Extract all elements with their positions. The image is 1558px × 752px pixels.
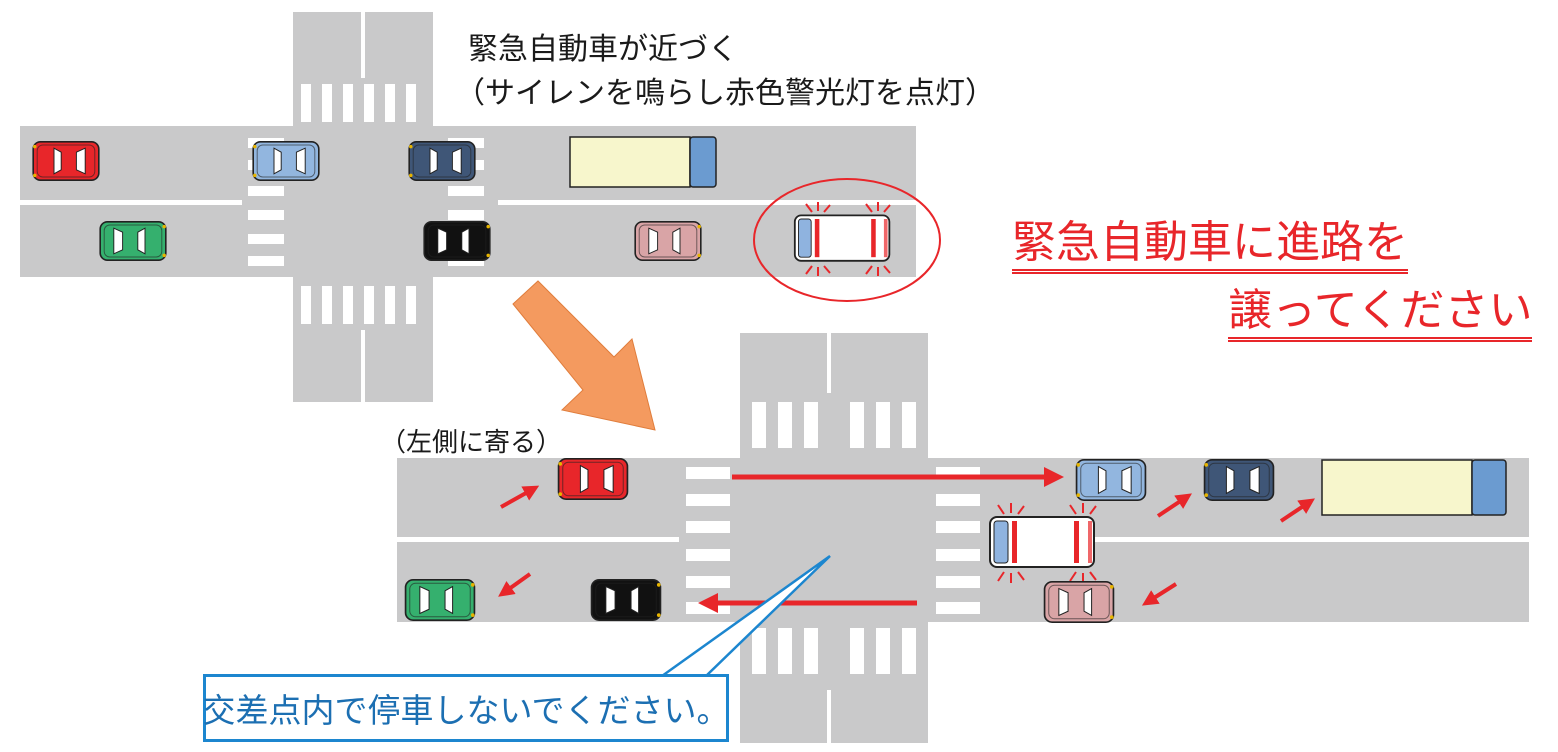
top-lane-markings <box>20 12 916 402</box>
yield-message-line2: 譲ってください <box>1228 285 1533 342</box>
bottom-red-car <box>557 458 629 500</box>
keep-left-label: （左側に寄る） <box>380 428 563 458</box>
no-stopping-callout: 交差点内で停車しないでください。 <box>202 674 730 742</box>
yield-message-line1: 緊急自動車に進路を <box>1012 217 1408 274</box>
top-warning-light-rays <box>805 202 891 276</box>
top-scene <box>20 12 941 402</box>
bottom-black-car <box>590 579 662 621</box>
top-truck <box>569 136 717 188</box>
top-black-car <box>423 221 491 261</box>
bottom-ambulance <box>988 515 1096 569</box>
top-red-car <box>32 141 100 181</box>
pull-over-arrows <box>498 485 1315 606</box>
bottom-pink-car <box>1043 581 1115 623</box>
bottom-scene <box>397 333 1529 743</box>
approach-subtitle: （サイレンを鳴らし赤色警光灯を点灯） <box>455 76 995 111</box>
bottom-lane-markings <box>397 333 1529 743</box>
top-navy-car <box>408 141 476 181</box>
top-ambulance <box>793 214 891 262</box>
approach-title: 緊急自動車が近づく <box>468 32 738 67</box>
ambulance-highlight-ellipse <box>753 178 941 302</box>
bottom-warning-light-rays <box>997 503 1097 583</box>
top-pink-car <box>634 221 702 261</box>
bottom-lightblue-car <box>1075 459 1147 501</box>
bottom-green-car <box>404 579 476 621</box>
bottom-navy-car <box>1203 459 1275 501</box>
bottom-truck <box>1321 459 1507 516</box>
transition-arrow <box>512 280 656 431</box>
top-lightblue-car <box>252 141 320 181</box>
top-green-car <box>99 221 167 261</box>
callout-text: 交差点内で停車しないでください。 <box>202 691 730 730</box>
